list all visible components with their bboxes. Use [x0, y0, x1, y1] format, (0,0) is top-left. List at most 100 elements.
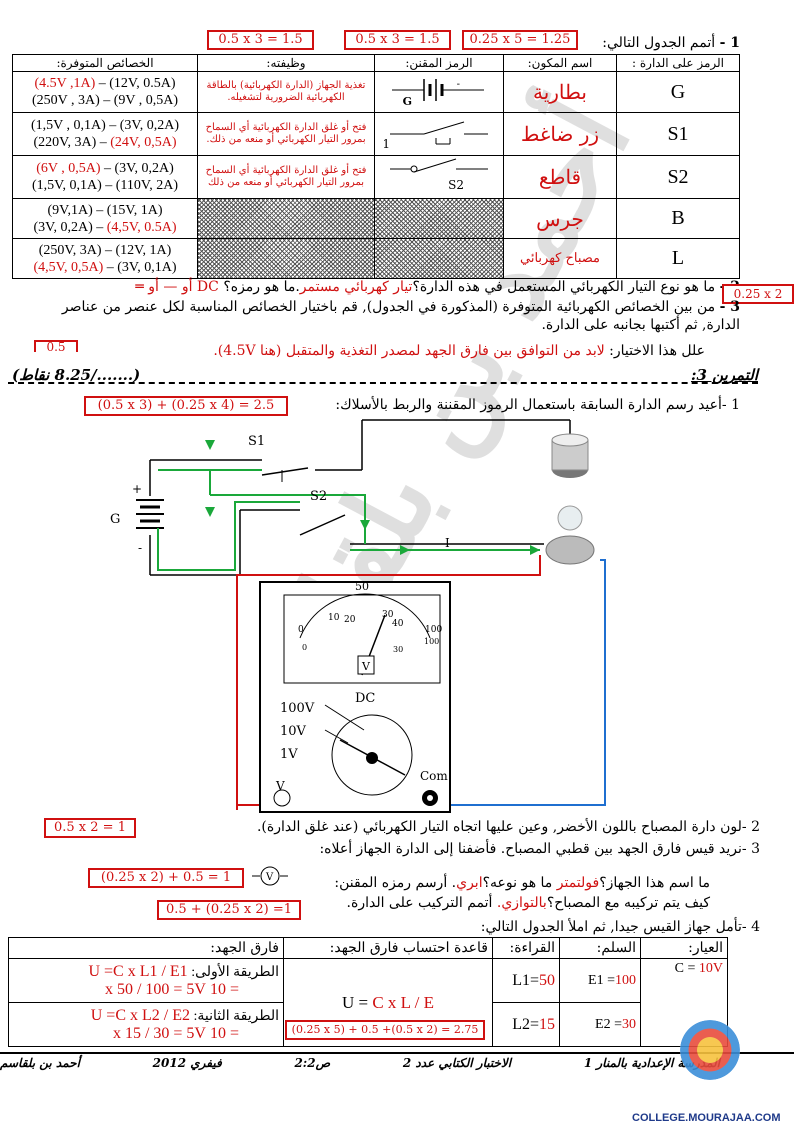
scale-cell: E1 =100: [559, 958, 641, 1003]
mark-box: 0.25 x 5 = 1.25: [462, 30, 578, 50]
switch-symbol-icon: S2: [390, 158, 488, 192]
voltmeter-symbol-icon: V: [252, 866, 288, 886]
svg-text:S2: S2: [448, 178, 464, 192]
svg-text:-: -: [138, 541, 142, 555]
components-table: الرمز على الدارة : اسم المكون: الرمز الم…: [12, 54, 740, 279]
battery-symbol-cell: G -: [374, 71, 504, 113]
svg-text:40: 40: [392, 619, 404, 629]
mark-box: 0.5 x 2 = 1: [44, 818, 136, 838]
function-cell: فتح أو غلق الدارة الكهربائية أي السماح ب…: [197, 112, 375, 156]
lamp-icon: [545, 535, 595, 565]
svg-text:100: 100: [425, 625, 442, 635]
ex3-question-3-a: ما اسم هذا الجهاز؟فولتمتر ما هو نوعه؟ابر…: [334, 875, 710, 891]
col-header: قاعدة احتساب فارق الجهد:: [283, 937, 493, 959]
mark-box: 0.5 + (0.25 x 2) =1: [157, 900, 301, 920]
scale-cell: E2 =30: [559, 1002, 641, 1047]
function-cell: تغذية الجهاز (الدارة الكهربائية) بالطاقة…: [197, 71, 375, 113]
footer-date: فيفري 2012: [152, 1056, 222, 1070]
col-header: وظيفته:: [197, 54, 375, 72]
function-cell: فتح أو غلق الدارة الكهربائية أي السماح ب…: [197, 155, 375, 199]
battery-symbol-icon: G -: [392, 79, 484, 108]
circuit-diagram: S1 S2 G + - I 50 0 10 20 30 40 100 0 30 …: [110, 419, 606, 813]
voltage-cell: الطريقة الثانية: U =C x L2 / E2 = 10 x 1…: [8, 1002, 284, 1047]
col-header: القراءة:: [492, 937, 560, 959]
site-url: COLLEGE.MOURAJAA.COM: [632, 1112, 781, 1124]
svg-text:G: G: [110, 512, 120, 527]
ex3-instruction-1: 1 -أعيد رسم الدارة السابقة باستعمال الرم…: [335, 397, 740, 413]
svg-text:10: 10: [328, 613, 340, 623]
name-cell: زر ضاغط: [503, 112, 617, 156]
mark-box: (0.5 x 3) + (0.25 x 4) = 2.5: [84, 396, 288, 416]
svg-text:30: 30: [382, 610, 394, 620]
reading-cell: L1=50: [492, 958, 560, 1003]
name-cell: جرس: [503, 198, 617, 239]
code-cell: G: [616, 71, 740, 113]
name-cell: مصباح كهربائي: [503, 238, 617, 279]
table-row: G بطارية G - تغذية الجهاز (الدارة الكهرب…: [12, 71, 740, 113]
site-logo: [680, 1020, 740, 1080]
mark-box: 0.25 x 2: [722, 284, 794, 304]
svg-text:0: 0: [298, 625, 304, 635]
exercise-3-title: التمرين 3:: [690, 366, 758, 384]
svg-text:20: 20: [344, 615, 356, 625]
mark-box: (0.25 x 5) + 0.5 +(0.5 x 2) = 2.75: [285, 1020, 485, 1040]
props-cell: (9V,1A) – (15V, 1A) (3V, 0,2A) – (4,5V, …: [12, 198, 198, 239]
hatched-cell: [374, 238, 504, 279]
ex3-question-4: 4 -تأمل جهاز القيس جيدا, ثم املأ الجدول …: [480, 919, 760, 935]
exercise-3-points: (......./8.25 نقاط): [12, 366, 141, 384]
pushbutton-symbol-cell: S1: [374, 112, 504, 156]
code-cell: L: [616, 238, 740, 279]
mark-box: (0.25 x 2) + 0.5 = 1: [88, 868, 244, 888]
props-cell: (6V , 0,5A) – (3V, 0,2A) (1,5V, 0,1A) – …: [12, 155, 198, 199]
name-cell: بطارية: [503, 71, 617, 113]
code-cell: S1: [616, 112, 740, 156]
section1-title: 1 - أتمم الجدول التالي:: [602, 35, 740, 51]
svg-text:100: 100: [424, 637, 439, 646]
svg-text:Com: Com: [420, 769, 448, 783]
footer: المدرسة الإعدادية بالمنار 1 الاختبار الك…: [0, 1052, 794, 1070]
svg-text:+: +: [132, 482, 142, 496]
props-cell: (1,5V , 0,1A) – (3V, 0,2A) (220V, 3A) – …: [12, 112, 198, 156]
name-cell: قاطع: [503, 155, 617, 199]
switch-symbol-cell: S2: [374, 155, 504, 199]
ex3-question-3-b: كيف يتم تركيبه مع المصباح؟بالتوازي. أتمم…: [346, 895, 710, 911]
footer-page: ص2:2: [294, 1056, 331, 1070]
col-header: اسم المكون:: [503, 54, 617, 72]
col-header: الرمز المقنن:: [374, 54, 504, 72]
svg-text:-: -: [457, 79, 460, 90]
col-header: فارق الجهد:: [8, 937, 284, 959]
svg-text:S2: S2: [310, 489, 327, 504]
svg-text:I: I: [445, 536, 450, 550]
mark-box: 0.5 x 3 = 1.5: [207, 30, 314, 50]
ex3-question-2: 2 -لون دارة المصباح باللون الأخضر, وعين …: [256, 819, 760, 835]
col-header: السلم:: [559, 937, 641, 959]
col-header: الخصائص المتوفرة:: [12, 54, 198, 72]
table-row: S2 قاطع S2 فتح أو غلق الدارة الكهربائية …: [12, 155, 740, 199]
svg-text:50: 50: [355, 580, 369, 593]
measurement-table: العيار: السلم: القراءة: قاعدة احتساب فار…: [8, 937, 728, 1047]
svg-text:V: V: [361, 660, 371, 673]
svg-text:10V: 10V: [280, 724, 307, 739]
hatched-cell: [197, 198, 375, 239]
svg-text:S1: S1: [384, 137, 390, 150]
hatched-cell: [374, 198, 504, 239]
props-cell: (4.5V ,1A) – (12V, 0.5A) (250V , 3A) – (…: [12, 71, 198, 113]
exercise-divider: [8, 382, 758, 384]
svg-text:100V: 100V: [280, 701, 315, 716]
table-row: B جرس (9V,1A) – (15V, 1A) (3V, 0,2A) – (…: [12, 198, 740, 239]
footer-test: الاختبار الكتابي عدد 2: [402, 1056, 512, 1070]
svg-text:30: 30: [393, 645, 403, 654]
col-header: العيار:: [640, 937, 728, 959]
pushbutton-symbol-icon: S1: [374, 121, 488, 151]
table-row: L مصباح كهربائي (250V, 3A) – (12V, 1A) (…: [12, 238, 740, 279]
col-header: الرمز على الدارة :: [616, 54, 740, 72]
footer-author: أحمد بن بلقاسم: [0, 1056, 80, 1070]
svg-text:1V: 1V: [280, 747, 298, 762]
hatched-cell: [197, 238, 375, 279]
svg-text:V: V: [265, 872, 274, 883]
svg-text:S1: S1: [248, 434, 265, 449]
ex3-question-3: 3 -نريد قيس فارق الجهد بين قطبي المصباح.…: [319, 841, 760, 857]
svg-text:DC: DC: [355, 691, 375, 706]
question-3: 3 - من بين الخصائص الكهربائية المتوفرة (…: [61, 299, 740, 333]
justification: علل هذا الاختيار: لابد من التوافق بين فا…: [213, 343, 705, 359]
